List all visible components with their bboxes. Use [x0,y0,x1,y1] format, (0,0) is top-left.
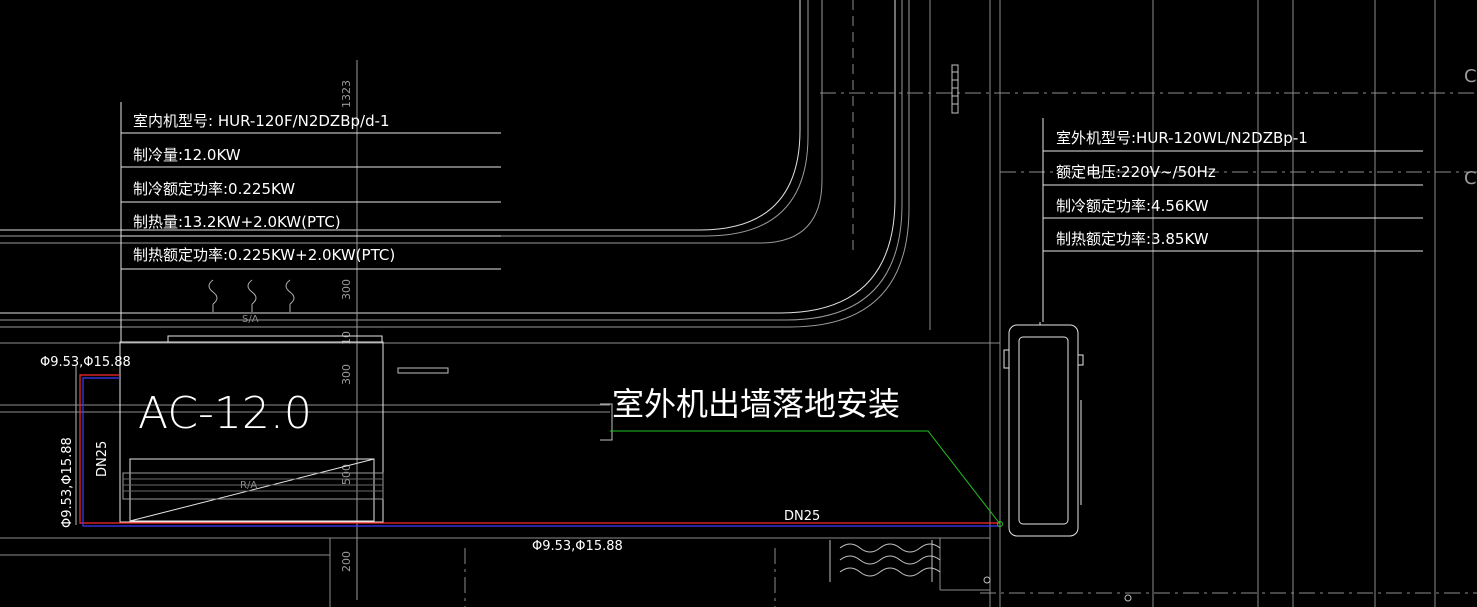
supply-air-label: S/A [242,314,259,325]
refrigerant-piping [75,366,1000,527]
fan-symbols [208,279,295,312]
indoor-spec-table [120,102,501,342]
pipe-size-top-left: Φ9.53,Φ15.88 [40,355,131,370]
indoor-model-row: 室内机型号: HUR-120F/N2DZBp/d-1 [133,112,390,130]
outdoor-cooling-power-row: 制冷额定功率:4.56KW [1056,197,1209,215]
outdoor-voltage-row: 额定电压:220V~/50Hz [1056,163,1216,181]
indoor-cooling-power-row: 制冷额定功率:0.225KW [133,180,295,198]
indoor-unit-label: AC-12.0 [138,388,312,439]
drain-horizontal: DN25 [784,509,820,524]
indoor-heating-power-row: 制热额定功率:0.225KW+2.0KW(PTC) [133,246,395,264]
indoor-unit [119,335,384,523]
indoor-heating-capacity-row: 制热量:13.2KW+2.0KW(PTC) [133,213,341,231]
dimension-200: 200 [340,551,353,572]
install-note: 室外机出墙落地安装 [612,385,900,423]
edge-mark-top: C [1464,66,1477,87]
dimension-500: 500 [340,464,353,485]
indoor-cooling-capacity-row: 制冷量:12.0KW [133,146,241,164]
dimension-300-upper: 300 [340,279,353,300]
outdoor-model-row: 室外机型号:HUR-120WL/N2DZBp-1 [1056,129,1308,147]
drain-vertical: DN25 [95,441,110,477]
outdoor-heating-power-row: 制热额定功率:3.85KW [1056,230,1209,248]
dimension-1323: 1323 [340,80,353,108]
pipe-size-vertical: Φ9.53,Φ15.88 [60,437,75,528]
pipe-size-bottom: Φ9.53,Φ15.88 [532,539,623,554]
install-leader [610,430,1003,527]
edge-mark-bottom: C [1464,168,1477,189]
dimension-300-lower: 300 [340,364,353,385]
outdoor-spec-table [1042,118,1423,322]
return-air-label: R/A [240,480,257,491]
outdoor-unit [1003,322,1084,537]
dimension-group: 1323 300 10 300 500 200 [340,60,358,600]
dimension-10: 10 [340,331,353,345]
